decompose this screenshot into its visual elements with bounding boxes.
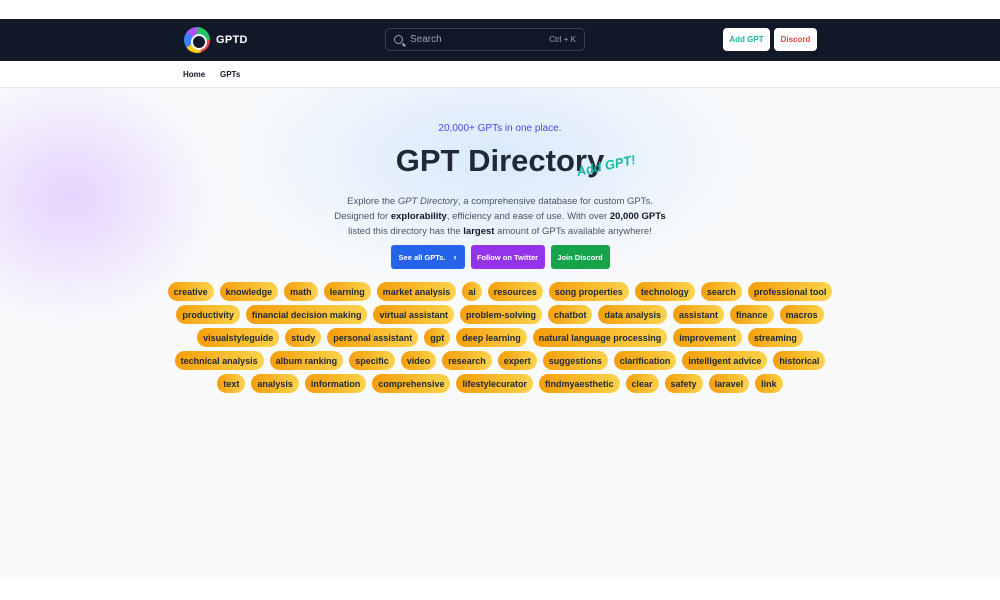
search-shortcut-hint: Ctrl + K (549, 35, 576, 44)
tag-chip[interactable]: technical analysis (174, 351, 264, 370)
desc-text: listed this directory has the (348, 226, 464, 237)
page-title: GPT Directory (395, 143, 605, 178)
tag-chip[interactable]: comprehensive (372, 374, 451, 393)
tag-chip[interactable]: technology (634, 282, 695, 301)
tag-chip[interactable]: suggestions (542, 351, 608, 370)
brand-logo-icon (184, 27, 210, 53)
sub-navigation: Home GPTs (0, 61, 1000, 88)
tag-chip[interactable]: financial decision making (245, 305, 368, 324)
follow-twitter-button[interactable]: Follow on Twitter (470, 245, 545, 269)
brand-logo-link[interactable]: GPTD (184, 27, 248, 53)
tag-chip[interactable]: virtual assistant (373, 305, 454, 324)
search-placeholder: Search (410, 34, 442, 45)
tag-chip[interactable]: professional tool (747, 282, 833, 301)
tag-chip[interactable]: clear (625, 374, 659, 393)
tag-chip[interactable]: text (217, 374, 246, 393)
tag-chip[interactable]: market analysis (376, 282, 457, 301)
chevron-right-icon: › (453, 252, 457, 262)
tag-chip[interactable]: knowledge (219, 282, 279, 301)
tag-chip[interactable]: analysis (251, 374, 299, 393)
desc-emphasis: GPT Directory (397, 196, 459, 207)
nav-gpts-link[interactable]: GPTs (220, 70, 241, 79)
tag-chip[interactable]: video (400, 351, 437, 370)
tag-chip[interactable]: findmyaesthetic (538, 374, 620, 393)
tag-chip[interactable]: specific (349, 351, 395, 370)
desc-bold: largest (463, 226, 495, 237)
join-discord-button[interactable]: Join Discord (550, 245, 610, 269)
tag-chip[interactable]: lifestylecurator (456, 374, 533, 393)
tag-chip[interactable]: ai (462, 282, 482, 301)
tag-chip[interactable]: chatbot (547, 305, 593, 324)
tag-chip[interactable]: learning (323, 282, 371, 301)
tag-chip[interactable]: natural language processing (532, 328, 668, 347)
tag-chip[interactable]: deep learning (456, 328, 527, 347)
tag-chip[interactable]: safety (664, 374, 703, 393)
brand-name: GPTD (216, 34, 248, 46)
tag-chip[interactable]: creative (167, 282, 214, 301)
desc-bold: explorability (390, 211, 447, 222)
search-icon (394, 35, 403, 44)
bottom-spacer (0, 580, 1000, 600)
tag-chip[interactable]: assistant (673, 305, 725, 324)
tag-chip[interactable]: gpt (424, 328, 451, 347)
cta-group: See all GPTs. › Follow on Twitter Join Di… (0, 245, 1000, 269)
see-all-gpts-label: See all GPTs. (398, 252, 446, 262)
add-gpt-button[interactable]: Add GPT (723, 28, 770, 51)
nav-home-link[interactable]: Home (183, 70, 206, 79)
tag-chip[interactable]: laravel (708, 374, 750, 393)
tag-chip[interactable]: visualstyleguide (197, 328, 280, 347)
tag-chip[interactable]: clarification (613, 351, 677, 370)
tag-chip[interactable]: historical (773, 351, 826, 370)
desc-text: , a comprehensive database for custom GP… (334, 196, 653, 222)
tag-cloud: creative knowledge math learning market anal… (160, 282, 840, 393)
tag-chip[interactable]: problem-solving (459, 305, 542, 324)
top-spacer (0, 0, 1000, 19)
tag-chip[interactable]: math (284, 282, 318, 301)
hero-tagline: 20,000+ GPTs in one place. (438, 123, 562, 134)
tag-chip[interactable]: intelligent advice (682, 351, 768, 370)
tag-chip[interactable]: link (755, 374, 783, 393)
tag-chip[interactable]: data analysis (598, 305, 668, 324)
tag-chip[interactable]: research (442, 351, 492, 370)
tag-chip[interactable]: song properties (548, 282, 629, 301)
tag-chip[interactable]: finance (730, 305, 774, 324)
tag-chip[interactable]: expert (497, 351, 537, 370)
desc-text: , efficiency and ease of use. With over (446, 211, 610, 222)
hero-description: Explore the GPT Directory, a comprehensi… (326, 194, 674, 239)
tag-chip[interactable]: resources (487, 282, 543, 301)
search-input[interactable]: Search Ctrl + K (385, 28, 585, 51)
discord-button[interactable]: Discord (774, 28, 817, 51)
desc-text: Explore the (347, 196, 398, 207)
hero-section: 20,000+ GPTs in one place. GPT Directory… (0, 88, 1000, 580)
tag-chip[interactable]: streaming (747, 328, 803, 347)
tag-chip[interactable]: search (700, 282, 742, 301)
tag-chip[interactable]: information (304, 374, 367, 393)
see-all-gpts-button[interactable]: See all GPTs. › (390, 245, 465, 269)
tag-chip[interactable]: study (285, 328, 322, 347)
tag-chip[interactable]: improvement (673, 328, 742, 347)
tag-chip[interactable]: album ranking (269, 351, 344, 370)
desc-bold: 20,000 GPTs (609, 211, 666, 222)
desc-text: amount of GPTs available anywhere! (494, 226, 652, 237)
tag-chip[interactable]: productivity (176, 305, 240, 324)
tag-chip[interactable]: personal assistant (327, 328, 419, 347)
navbar: GPTD Search Ctrl + K Add GPT Discord (0, 19, 1000, 61)
tag-chip[interactable]: macros (779, 305, 824, 324)
